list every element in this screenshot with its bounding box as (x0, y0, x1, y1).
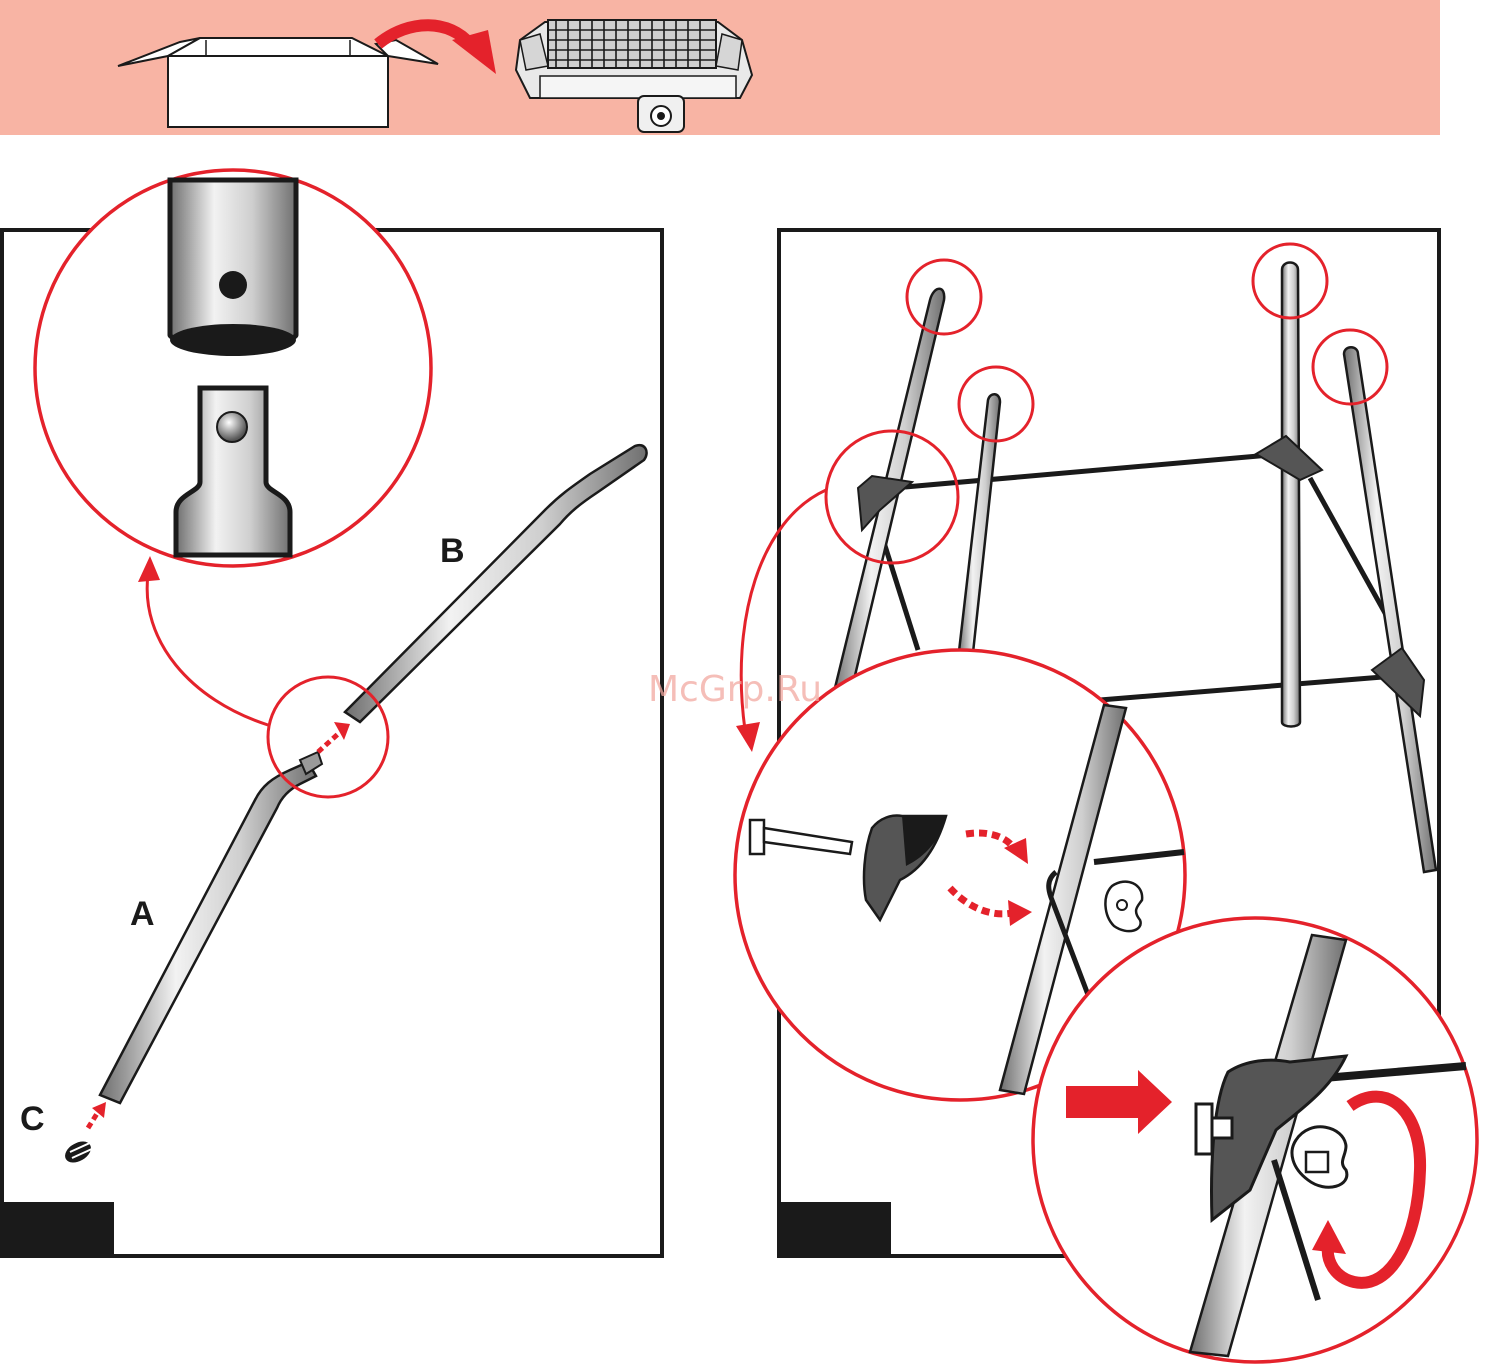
bracket-top-right (1256, 436, 1322, 480)
label-part-c: C (20, 1100, 45, 1138)
joint-zoom-circle (35, 170, 431, 566)
top-banner (0, 0, 1440, 135)
left-panel: B A C (2, 170, 662, 1256)
callout-leader-arrow (138, 556, 268, 725)
wing-nut-icon (1105, 882, 1142, 932)
tighten-zoom-circle (1033, 918, 1477, 1362)
label-part-b: B (440, 532, 465, 570)
spring-button (217, 412, 247, 442)
foot-cap-c (61, 1102, 106, 1167)
label-part-a: A (130, 895, 155, 933)
joint-callout-circle (268, 677, 388, 797)
left-step-tab (2, 1202, 114, 1256)
join-arrow (318, 722, 350, 752)
watermark: McGrp.Ru (648, 669, 822, 710)
right-step-tab (779, 1202, 891, 1256)
right-panel (735, 230, 1477, 1362)
tube-hole (219, 271, 247, 299)
